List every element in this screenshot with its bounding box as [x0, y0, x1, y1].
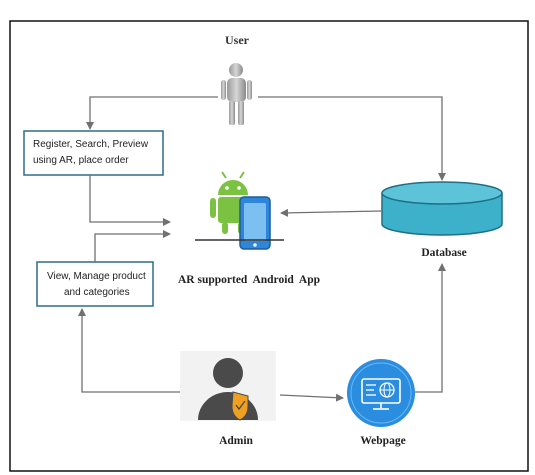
arrow-register-to-app: [89, 175, 171, 226]
globe-monitor-icon: [347, 359, 415, 427]
register-box-line1: Register, Search, Preview: [33, 139, 149, 150]
arrow-database-to-app: [280, 208, 382, 217]
diagram-frame: [9, 20, 529, 472]
app-label: AR supported Android App: [178, 274, 320, 286]
admin-shield-icon: [180, 351, 276, 421]
arrow-webpage-to-database: [415, 263, 446, 393]
view-box-line2: and categories: [64, 287, 130, 298]
webpage-label: Webpage: [360, 435, 405, 447]
database-cylinder-icon: [381, 181, 503, 236]
user-label: User: [225, 33, 250, 47]
arrow-admin-to-view: [78, 308, 180, 393]
register-search-box: Register, Search, Preview using AR, plac…: [23, 130, 164, 176]
arrow-view-to-app: [94, 230, 171, 262]
view-box-line1: View, Manage product: [47, 271, 146, 282]
database-label: Database: [421, 247, 466, 259]
register-box-line2: using AR, place order: [33, 155, 129, 166]
arrow-admin-to-webpage: [279, 393, 344, 402]
view-manage-box: View, Manage product and categories: [36, 261, 154, 307]
arrow-user-to-database: [258, 96, 446, 181]
user-icon: [221, 63, 252, 125]
android-phone-icon: [195, 171, 284, 250]
admin-label: Admin: [219, 435, 253, 447]
arrow-user-to-register: [86, 96, 218, 130]
